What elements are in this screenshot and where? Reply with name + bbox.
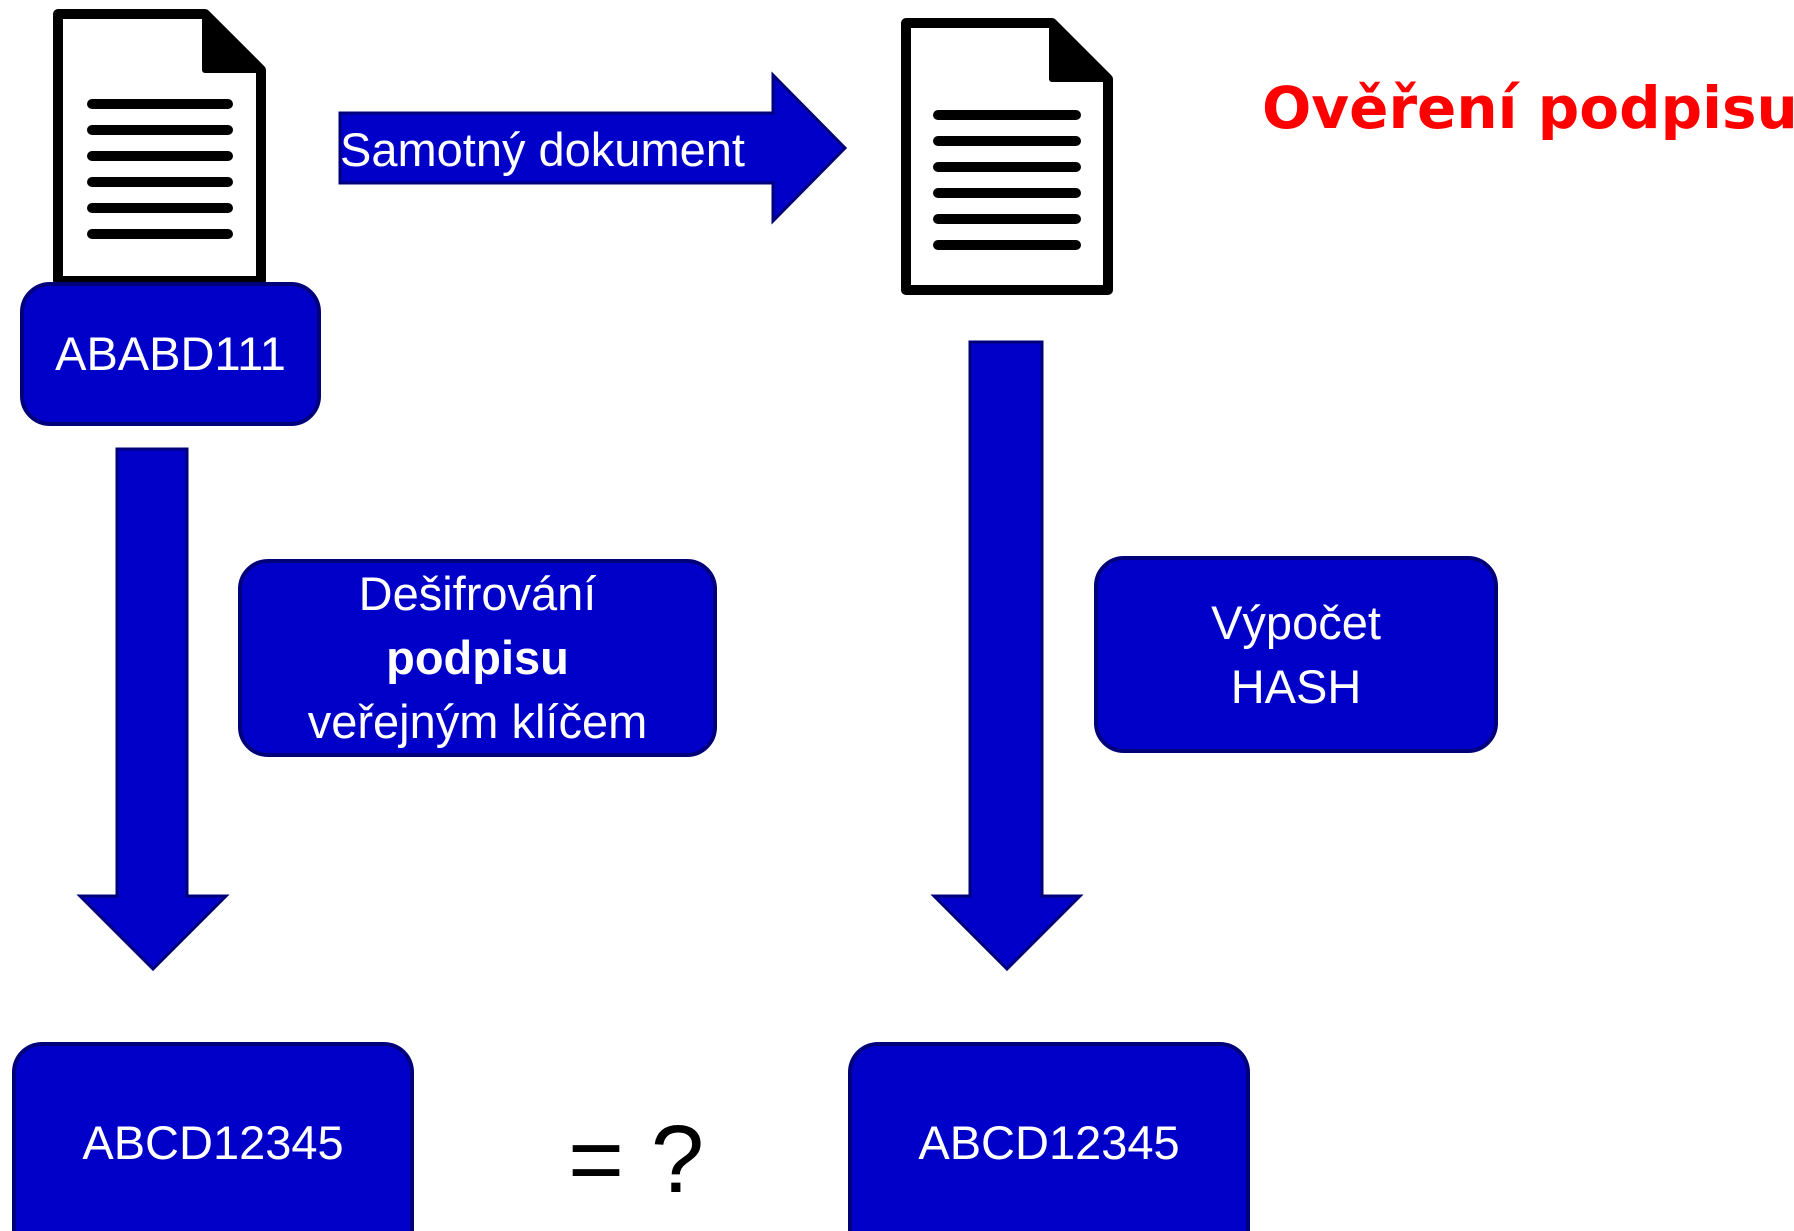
document-arrow-label: Samotný dokument	[340, 123, 745, 176]
comparison-symbol: = ?	[568, 1106, 705, 1213]
arrow-down-left-icon	[76, 447, 230, 972]
signature-value: ABABD111	[55, 327, 286, 380]
signature-box: ABABD111	[20, 282, 321, 426]
decrypt-step-line2: podpisu	[386, 631, 569, 684]
decrypted-result-box: ABCD12345	[12, 1042, 414, 1231]
computed-result-box: ABCD12345	[848, 1042, 1250, 1231]
hash-step-box: Výpočet HASH	[1094, 556, 1498, 753]
computed-result-value: ABCD12345	[918, 1115, 1180, 1169]
decrypt-step-line3: veřejným klíčem	[307, 695, 648, 748]
received-document-icon	[901, 18, 1113, 295]
hash-step-line1: Výpočet	[1211, 595, 1381, 649]
signed-document-icon	[53, 9, 266, 286]
hash-step-line2: HASH	[1230, 659, 1362, 713]
page-title: Ověření podpisu	[1262, 74, 1794, 142]
decrypt-step-box: Dešifrování podpisu veřejným klíčem	[238, 559, 717, 757]
decrypt-step-line1: Dešifrování	[358, 567, 597, 620]
arrow-right-icon	[338, 71, 848, 225]
arrow-down-right-icon	[930, 340, 1084, 972]
decrypted-result-value: ABCD12345	[82, 1115, 344, 1169]
